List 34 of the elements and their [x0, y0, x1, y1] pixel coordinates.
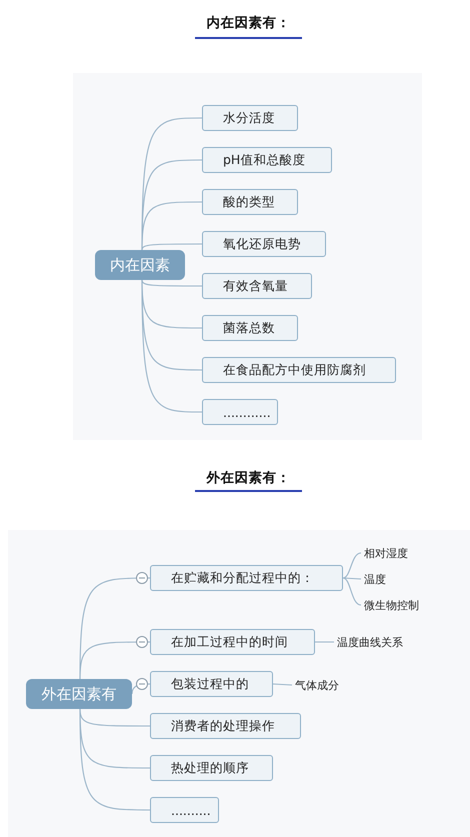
topic-box: pH值和总酸度: [202, 147, 332, 173]
connector-line: [141, 201, 202, 250]
connector-line: [315, 641, 334, 643]
topic-box: 水分活度: [202, 105, 298, 131]
connector-line: [79, 641, 150, 680]
subtopic-text: 气体成分: [295, 677, 355, 693]
topic-box: 氧化还原电势: [202, 231, 326, 257]
topic-box: 消费者的处理操作: [150, 713, 301, 739]
subtopic-text: 温度曲线关系: [337, 634, 417, 650]
connector-line: [342, 577, 362, 606]
central-topic-box: 内在因素: [95, 250, 185, 280]
connector-line: [141, 243, 202, 250]
section-heading: 内在因素有：: [195, 14, 302, 39]
topic-box: 包装过程中的: [150, 671, 273, 697]
topic-box: 热处理的顺序: [150, 755, 273, 781]
topic-box: 在加工过程中的时间: [150, 629, 315, 655]
subtopic-text: 微生物控制: [364, 597, 434, 613]
connector-line: [342, 552, 362, 579]
connector-line: [342, 577, 362, 580]
subtopic-text: 温度: [364, 571, 404, 587]
connector-line: [141, 280, 202, 287]
connector-line: [79, 709, 150, 811]
topic-box: ............: [202, 399, 278, 425]
subtopic-text: 相对湿度: [364, 545, 424, 561]
topic-box: 在贮藏和分配过程中的：: [150, 565, 343, 591]
topic-box: 菌落总数: [202, 315, 298, 341]
topic-box: 在食品配方中使用防腐剂: [202, 357, 396, 383]
topic-box: 有效含氧量: [202, 273, 312, 299]
topic-box: 酸的类型: [202, 189, 298, 215]
topic-box: ..........: [150, 797, 219, 823]
section-heading: 外在因素有：: [195, 469, 302, 492]
central-topic-box: 外在因素有: [26, 679, 132, 709]
connector-line: [272, 683, 292, 686]
connector-line: [141, 280, 202, 413]
